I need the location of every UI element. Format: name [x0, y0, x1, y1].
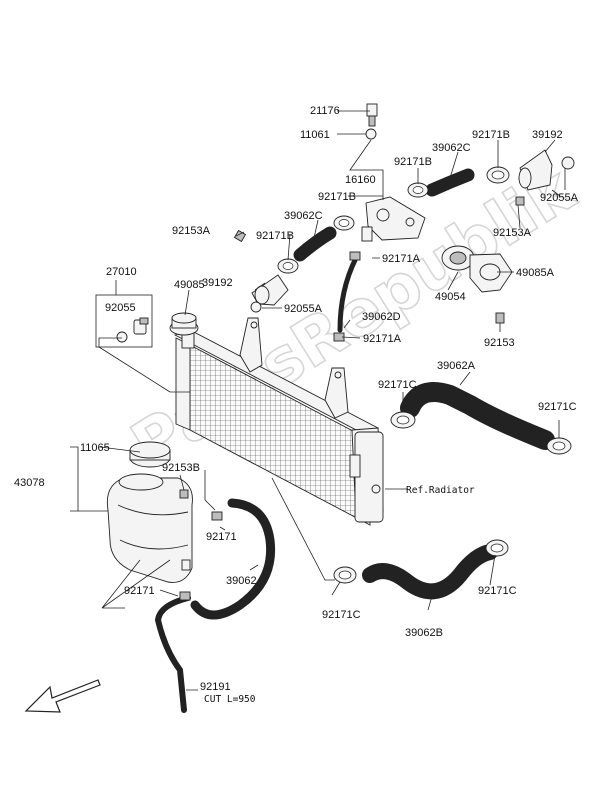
label-92055: 92055: [105, 302, 136, 314]
label-49085: 49085: [174, 279, 205, 291]
label-92171C-b: 92171C: [538, 401, 577, 413]
label-92153A-b: 92153A: [493, 227, 532, 239]
cut-length-note: CUT L=950: [204, 694, 256, 705]
washer-11061: [365, 128, 377, 140]
clamp-92171c-radiator: [390, 411, 416, 429]
label-21176: 21176: [310, 105, 340, 117]
clamp-92171b-upper-right: [486, 166, 510, 184]
reference-radiator: Ref.Radiator: [406, 485, 475, 496]
label-92055A-a: 92055A: [540, 192, 579, 204]
clamp-92171c-right: [546, 437, 572, 455]
clamp-92171c-lower-right: [485, 539, 509, 557]
label-39062C-b: 39062C: [284, 210, 323, 222]
label-39062: 39062: [226, 575, 257, 587]
radiator: [173, 317, 384, 526]
o-ring-92055a-lower: [250, 301, 262, 313]
label-92055A-b: 92055A: [284, 303, 323, 315]
label-92171B-d: 92171B: [256, 230, 294, 242]
reservoir-cap: [129, 441, 171, 468]
label-39192-b: 39192: [202, 277, 233, 289]
thermostat-housing: [361, 196, 426, 242]
label-27010: 27010: [106, 266, 137, 278]
label-92153B: 92153B: [162, 462, 200, 474]
fan-switch-box: [95, 294, 153, 348]
water-pipe-upper-right: [518, 149, 553, 191]
radiator-cap: [169, 312, 199, 336]
label-39062A: 39062A: [437, 360, 476, 372]
bleed-bolt-21176: [366, 103, 378, 127]
label-11065: 11065: [80, 442, 110, 454]
label-49085A: 49085A: [516, 267, 555, 279]
label-39062D: 39062D: [362, 311, 401, 323]
front-direction-arrow-icon: [24, 679, 101, 713]
bolt-92153b: [179, 489, 189, 499]
label-92171-a: 92171: [206, 531, 237, 543]
o-ring-92055a-upper: [561, 156, 575, 170]
label-92153A-a: 92153A: [172, 225, 211, 237]
bolt-92153: [495, 312, 505, 324]
label-92191: 92191: [200, 681, 231, 693]
reservoir-tank: [106, 473, 193, 583]
clamp-92171a-upper: [349, 251, 361, 261]
label-39062B: 39062B: [405, 627, 443, 639]
label-39062C-a: 39062C: [432, 142, 471, 154]
clamp-92171b-lower: [277, 258, 299, 274]
label-92171B-b: 92171B: [394, 156, 432, 168]
label-16160: 16160: [345, 174, 376, 186]
water-pipe-left: [251, 274, 289, 306]
label-49054: 49054: [435, 291, 466, 303]
clamp-92171c-lower-left: [333, 566, 357, 584]
bolt-92153a-upper: [233, 229, 247, 243]
fan-switch: [133, 317, 149, 335]
label-39192-a: 39192: [532, 129, 563, 141]
label-92171C-d: 92171C: [478, 585, 517, 597]
label-92171A-a: 92171A: [382, 253, 421, 265]
label-92171B-c: 92171B: [318, 191, 356, 203]
clamp-92171-upper: [211, 511, 223, 521]
clamp-92171b-mid: [407, 182, 429, 198]
label-11061: 11061: [300, 129, 330, 141]
part-labels: 21176 11061 16160 92171B 39192 92171B 39…: [14, 105, 579, 705]
clamp-92171b-left: [333, 215, 355, 231]
label-92171A-b: 92171A: [363, 333, 402, 345]
label-92171C-c: 92171C: [322, 609, 361, 621]
label-92171-b: 92171: [124, 585, 155, 597]
leader-lines: [70, 110, 566, 691]
label-92171C-a: 92171C: [378, 379, 417, 391]
label-92171B-a: 92171B: [472, 129, 510, 141]
o-ring-92055: [116, 331, 128, 343]
label-92153: 92153: [484, 337, 515, 349]
thermostat: [441, 245, 475, 271]
label-43078: 43078: [14, 477, 45, 489]
bolt-92153a-right: [515, 196, 525, 206]
clamp-92171-lower: [179, 591, 191, 601]
